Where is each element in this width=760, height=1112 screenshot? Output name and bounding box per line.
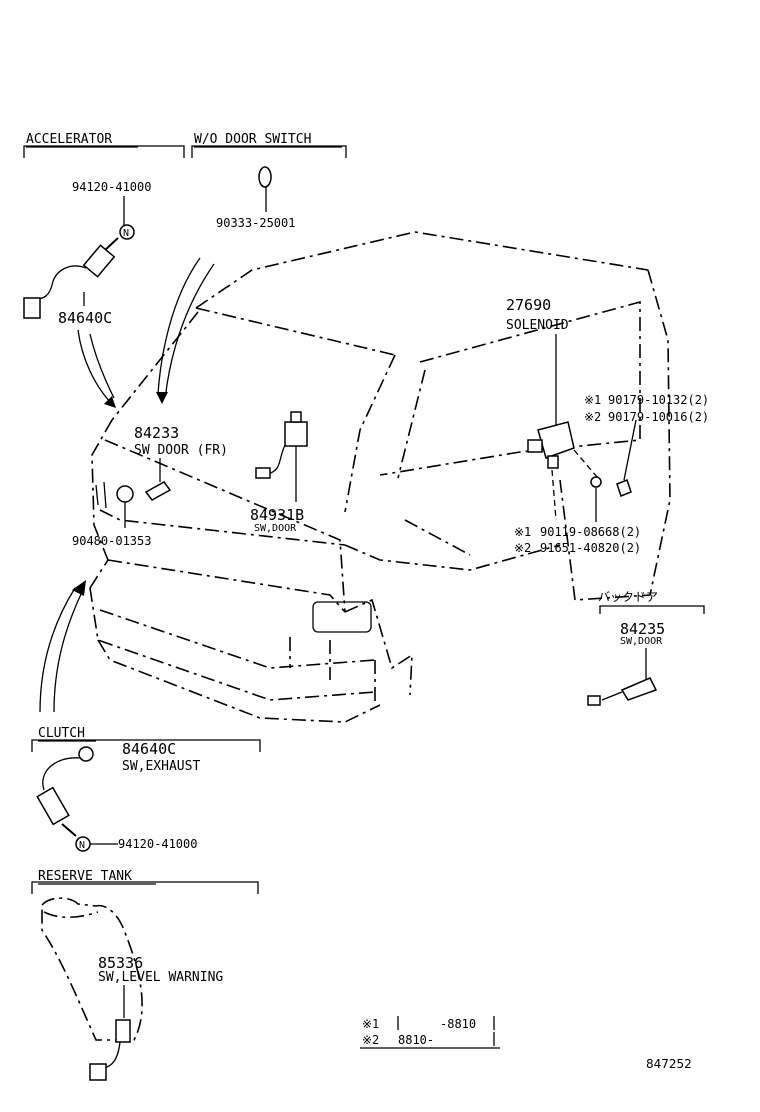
part-90119-08668: 90119-08668(2) <box>540 525 641 539</box>
part-85336: 85336 <box>98 954 143 972</box>
part-84233-desc: SW DOOR (FR) <box>134 443 228 458</box>
door-switch-84931b-group: 84931B SW,DOOR <box>250 411 308 534</box>
clutch-title: CLUTCH <box>38 726 85 741</box>
figure-id: 847252 <box>646 1057 692 1071</box>
part-94120-41000-clutch: 94120-41000 <box>118 837 197 851</box>
part-84640c-clutch-desc: SW,EXHAUST <box>122 759 200 774</box>
marker-1-top: ※1 <box>584 393 601 407</box>
legend-row2-mark: ※2 <box>362 1033 379 1047</box>
accelerator-bracket <box>23 145 185 158</box>
connector-icon <box>23 297 41 319</box>
reserve-tank-bracket <box>31 881 259 894</box>
marker-1-mid: ※1 <box>514 525 531 539</box>
back-door-bracket <box>599 605 705 614</box>
part-27690-desc: SOLENOID <box>506 318 569 333</box>
door-switch-icon <box>144 481 172 501</box>
clutch-switch-icon <box>36 786 70 826</box>
part-90179-10132: 90179-10132(2) <box>608 393 709 407</box>
exhaust-switch-icon <box>82 244 116 278</box>
part-90179-10016: 90179-10016(2) <box>608 410 709 424</box>
part-84931b: 84931B <box>250 506 304 524</box>
level-warning-connector-icon <box>89 1063 107 1081</box>
accelerator-title: ACCELERATOR <box>26 132 112 147</box>
front-door-switch-group: 84233 SW DOOR (FR) 90480-01353 <box>72 424 228 548</box>
part-84640c-top: 84640C <box>58 309 112 327</box>
clutch-section: CLUTCH 84640C SW,EXHAUST N 94120-41000 <box>31 726 261 852</box>
part-85336-desc: SW,LEVEL WARNING <box>98 970 223 985</box>
legend-row2-range: 8810- <box>398 1033 434 1047</box>
cap-icon <box>116 485 134 503</box>
part-91651-40820: 91651-40820(2) <box>540 541 641 555</box>
part-27690: 27690 <box>506 296 551 314</box>
grille-detail <box>95 481 107 509</box>
part-84235-desc: SW,DOOR <box>620 636 663 647</box>
legend-row1-range: -8810 <box>440 1017 476 1031</box>
reserve-tank-outline <box>41 897 143 1041</box>
level-warning-switch-icon <box>115 1019 131 1043</box>
nut-icon <box>119 224 135 240</box>
part-84640c-clutch: 84640C <box>122 740 176 758</box>
nut-square-icon <box>616 479 632 497</box>
marker-2-mid: ※2 <box>514 541 531 555</box>
solenoid-icon <box>537 421 575 459</box>
wo-door-switch-bracket <box>191 145 347 158</box>
part-90333-25001: 90333-25001 <box>216 216 295 230</box>
wo-door-switch-title: W/O DOOR SWITCH <box>194 132 311 147</box>
part-84233: 84233 <box>134 424 179 442</box>
bolt-icon <box>590 476 602 488</box>
solenoid-group: 27690 SOLENOID ※1 90179-10132(2) ※2 9017… <box>506 296 709 555</box>
part-84235: 84235 <box>620 620 665 638</box>
part-94120-41000-top: 94120-41000 <box>72 180 151 194</box>
clutch-bracket <box>31 739 261 752</box>
nut-marker: N <box>123 228 129 239</box>
back-door-switch-icon <box>620 677 658 701</box>
plug-icon <box>258 166 272 188</box>
reserve-tank-section: RESERVE TANK 85336 SW,LEVEL WARNING <box>31 869 259 1081</box>
back-door-title: バックドア <box>598 590 658 604</box>
legend-row1-mark: ※1 <box>362 1017 379 1031</box>
reserve-tank-title: RESERVE TANK <box>38 869 132 884</box>
clutch-leader <box>39 580 86 713</box>
accelerator-section: ACCELERATOR 94120-41000 N 84640C <box>23 132 185 408</box>
side-marker-lamp <box>312 601 372 633</box>
wo-door-switch-section: W/O DOOR SWITCH 90333-25001 <box>156 132 347 404</box>
clutch-nut-marker: N <box>79 840 85 851</box>
vehicle-outline <box>89 231 671 723</box>
legend: ※1 -8810 ※2 8810- <box>360 1016 500 1049</box>
part-90480-01353: 90480-01353 <box>72 534 151 548</box>
marker-2-top: ※2 <box>584 410 601 424</box>
door-switch-84931b-icon <box>284 421 308 447</box>
back-door-section: バックドア 84235 SW,DOOR <box>587 590 705 706</box>
clutch-connector-icon <box>78 746 94 762</box>
part-84931b-desc: SW,DOOR <box>254 523 297 534</box>
